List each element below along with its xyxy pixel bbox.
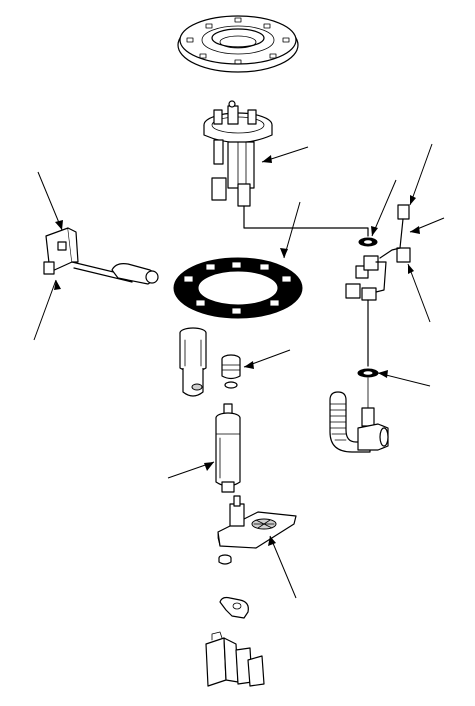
leader-strainer — [269, 535, 297, 599]
fuel-pump-motor — [215, 403, 241, 493]
o-ring-lower — [357, 368, 379, 378]
clip — [218, 554, 232, 565]
fuel-hose — [329, 377, 389, 453]
retainer — [219, 596, 249, 619]
fuel-filter — [179, 327, 207, 397]
small-bushing — [221, 354, 241, 389]
leader-connector-top — [409, 143, 433, 206]
gasket-ring — [173, 257, 303, 319]
fuel-gauge-sender — [43, 227, 159, 285]
leader-sender-lower — [33, 279, 57, 341]
wire-harness — [345, 204, 411, 367]
leader-harness-lower — [407, 263, 431, 323]
connector — [205, 631, 265, 687]
strainer-base — [217, 495, 297, 549]
arrowheads — [54, 155, 420, 546]
leader-gasket — [283, 201, 301, 259]
leader-o-ring-upper — [371, 179, 397, 237]
fuel-pump-unit-top — [203, 100, 369, 237]
top-flange-ring — [177, 15, 299, 73]
o-ring-upper — [358, 237, 378, 247]
leader-sender-upper — [37, 171, 63, 231]
